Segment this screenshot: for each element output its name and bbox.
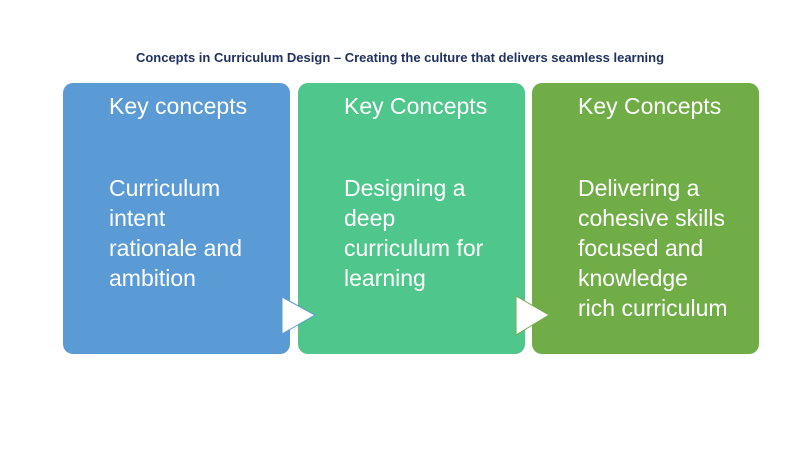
box-text-line: cohesive skills <box>578 205 725 231</box>
concept-box-deliver: Key Concepts Delivering a cohesive skill… <box>532 83 759 354</box>
box-text-line: curriculum for <box>344 235 484 261</box>
box-text-line: Delivering a <box>578 175 700 201</box>
box-text-line: intent <box>109 205 166 231</box>
box-heading: Key concepts <box>109 93 248 119</box>
box-text-line: focused and <box>578 235 704 261</box>
box-text-line: Designing a <box>344 175 466 201</box>
box-text-line: Curriculum <box>109 175 221 201</box>
box-text-line: deep <box>344 205 396 231</box>
box-text-line: knowledge <box>578 265 688 291</box>
slide-title: Concepts in Curriculum Design – Creating… <box>135 50 665 65</box>
arrow-right-icon <box>515 295 550 336</box>
box-heading: Key Concepts <box>578 93 722 119</box>
concept-box-design: Key Concepts Designing a deep curriculum… <box>298 83 525 354</box>
box-text-line: learning <box>344 265 426 291</box>
concept-box-intent: Key concepts Curriculum intent rationale… <box>63 83 290 354</box>
box-text-line: ambition <box>109 265 196 291</box>
box-text-line: rationale and <box>109 235 242 261</box>
arrow-right-icon <box>281 296 317 335</box>
box-text-line: rich curriculum <box>578 295 728 321</box>
box-heading: Key Concepts <box>344 93 488 119</box>
